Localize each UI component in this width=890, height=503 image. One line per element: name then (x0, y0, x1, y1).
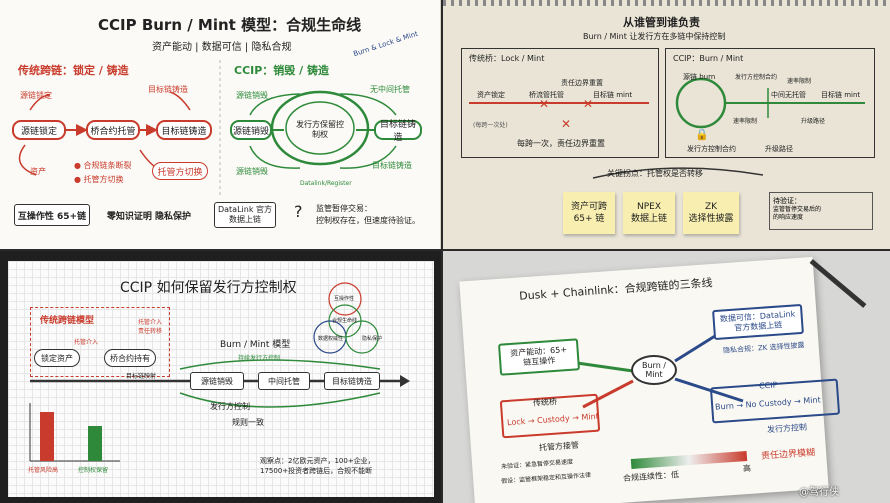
bottom-left-label: 源链销毁 (236, 167, 268, 176)
bar-chart (30, 403, 120, 461)
node-target-mint: 目标链铸造 (156, 120, 212, 140)
left-label-lock: 资产锁定 (477, 91, 505, 99)
todo-box: 待验证： 监管暂停交易后的 的响应速度 (769, 192, 873, 230)
node-source-burn: 源链销毁 (230, 120, 272, 140)
trad-node-lock: 锁定资产 (34, 349, 80, 367)
center-control: 发行方保留控制权 (296, 120, 344, 139)
panel-responsibility: 从谁管到谁负责 Burn / Mint 让发行方在多链中保持控制 ✕ ✕ ✕ 传… (443, 0, 890, 249)
panel-issuer-control: CCIP 如何保留发行方控制权 传统跨链模型 锁定资产 桥合约持有 托管介入 托… (0, 251, 441, 503)
panel-three-lines: Dusk + Chainlink：合规跨链的三条线 Burn / Mint 资产… (443, 251, 890, 503)
panel-b-subtitle: Burn / Mint 让发行方在多链中保持控制 (583, 32, 726, 41)
svg-text:✕: ✕ (561, 117, 571, 131)
right-bottom-control: 发行方控制合约 (687, 145, 736, 153)
bullet-1-text: 合规链条断裂 (83, 161, 132, 170)
flow-label: 发行方控制 (210, 402, 250, 411)
below-label: 规则一致 (232, 418, 264, 427)
right-frame (665, 48, 875, 158)
bottom-right-head: CCIP (758, 380, 778, 391)
label-target-mint: 目标链铸造 (148, 85, 188, 94)
flow-mid-custody: 中间托管 (258, 372, 310, 390)
label-no-custody: 无中间托管 (370, 85, 410, 94)
venn-interop: 互操作性 (334, 296, 355, 302)
bottom-note: Datalink/Register (300, 180, 352, 187)
venn-privacy: 隐私保护 (362, 336, 383, 342)
flow-target-mint: 目标链铸造 (324, 372, 380, 390)
left-frame (461, 48, 659, 158)
venn-data: 数据权威性 (318, 336, 344, 342)
footer-box-zk: 零知识证明 隐私保护 (106, 211, 192, 222)
panel-b-drawing: ✕ ✕ ✕ (469, 77, 865, 179)
trad-note-2: 托管介入 责任转移 (138, 319, 163, 335)
trad-target: 目标链映射 (126, 373, 157, 380)
sticky-65-chains: 资产可跨 65+ 链 (563, 192, 615, 234)
trad-note-1: 托管介入 (74, 339, 99, 346)
left-label-mint: 目标链 mint (593, 91, 633, 99)
top-right-data: 数据可信：DataLink 官方数据上链 (712, 303, 804, 341)
key-turning-point: 关键拐点：托管权是否转移 (607, 169, 703, 178)
lock-icon: 🔒 (695, 128, 709, 141)
node-target-mint-right: 目标链铸造 (374, 120, 422, 143)
right-label-control: 发行方控制合约 (735, 74, 778, 81)
left-heading: 传统跨链：锁定 / 铸造 (18, 64, 129, 77)
bar-label-risk: 托管风险高 (28, 467, 59, 474)
bar-1 (88, 426, 102, 461)
continuity-high: 高 (742, 463, 752, 474)
spiral-binding (443, 0, 890, 6)
right-label-mint: 目标链 mint (821, 91, 861, 99)
label-source-lock: 源链锁定 (20, 91, 52, 100)
custody-switch-box: 托管方切换 (152, 162, 208, 180)
right-small-1: 速率限制 (733, 118, 758, 125)
observation: 观察点：2亿欧元资产，100+企业， 17500+投资者跨链后，合规不能断 (260, 457, 375, 475)
watermark: @驾行侠 (799, 487, 839, 498)
right-label-burn: 源链 burn (683, 73, 716, 81)
bullet-2: ● 托管方切换 (74, 175, 124, 184)
sticky-zk: ZK 选择性披露 (683, 192, 739, 234)
todo-text: 监管暂停交易后的 的响应速度 (773, 206, 822, 221)
trad-heading: 传统跨链模型 (40, 316, 95, 326)
bar-label-control: 控制权保留 (78, 467, 109, 474)
left-small: (每跨一次处) (473, 122, 508, 129)
label-source-burn: 源链销毁 (236, 91, 268, 100)
bullet-1: ● 合规链条断裂 (74, 161, 132, 170)
left-label-bridge: 桥流管托管 (529, 91, 564, 99)
bar-0 (40, 411, 54, 461)
svg-text:✕: ✕ (539, 97, 549, 111)
top-left-mobility: 资产能动：65+ 链互操作 (497, 338, 581, 376)
right-small-3: 升级路径 (801, 118, 826, 125)
svg-text:✕: ✕ (583, 97, 593, 111)
right-small-2: 速率限制 (787, 78, 812, 85)
sticky-npex: NPEX 数据上链 (623, 192, 675, 234)
center-burn-mint: Burn / Mint (631, 355, 677, 385)
bm-small: 持续发行方控制 (238, 355, 281, 362)
panel-a-title: CCIP Burn / Mint 模型：合规生命线 (98, 16, 362, 34)
flow-source-burn: 源链销毁 (190, 372, 244, 390)
bullet-2-text: 托管方切换 (83, 175, 124, 184)
left-heading: 传统桥：Lock / Mint (469, 54, 545, 63)
right-bottom-upgrade: 升级路径 (765, 145, 793, 153)
node-bridge-custody: 桥合约托管 (86, 120, 140, 140)
node-source-lock: 源链锁定 (12, 120, 66, 140)
left-top-note: 责任边界重置 (561, 79, 603, 87)
left-note-below: 每跨一次，责任边界重置 (517, 139, 605, 148)
venn-lifeline: 合规生命线 (332, 318, 358, 324)
right-label-nocustody: 中间无托管 (771, 91, 806, 99)
trad-frame (30, 307, 170, 377)
bottom-right-label: 目标链铸造 (372, 161, 412, 170)
bottom-left-head: 传统桥 (532, 397, 558, 408)
grid-paper (8, 261, 434, 497)
todo-heading: 待验证： (773, 197, 801, 205)
footer-note: 监管暂停交易： 控制权存在，但速度待验证。 (316, 204, 420, 225)
risk-label: 资产 (30, 167, 46, 176)
footer-box-interop: 互操作性 65+链 (14, 204, 90, 226)
panel-ccip-lifeline: CCIP Burn / Mint 模型：合规生命线 资产能动 | 数据可信 | … (0, 0, 441, 249)
right-heading: CCIP：销毁 / 铸造 (234, 64, 329, 77)
question-mark: ? (294, 202, 303, 221)
footer-box-datalink: DataLink 官方数据上链 (214, 202, 276, 228)
panel-a-subtitle: 资产能动 | 数据可信 | 隐私合规 (152, 42, 292, 53)
panel-b-title: 从谁管到谁负责 (623, 16, 700, 29)
trad-node-bridge: 桥合约持有 (104, 349, 156, 367)
right-heading: CCIP：Burn / Mint (673, 54, 744, 63)
bm-heading: Burn / Mint 模型 (220, 340, 291, 350)
panel-c-title: CCIP 如何保留发行方控制权 (120, 280, 297, 296)
